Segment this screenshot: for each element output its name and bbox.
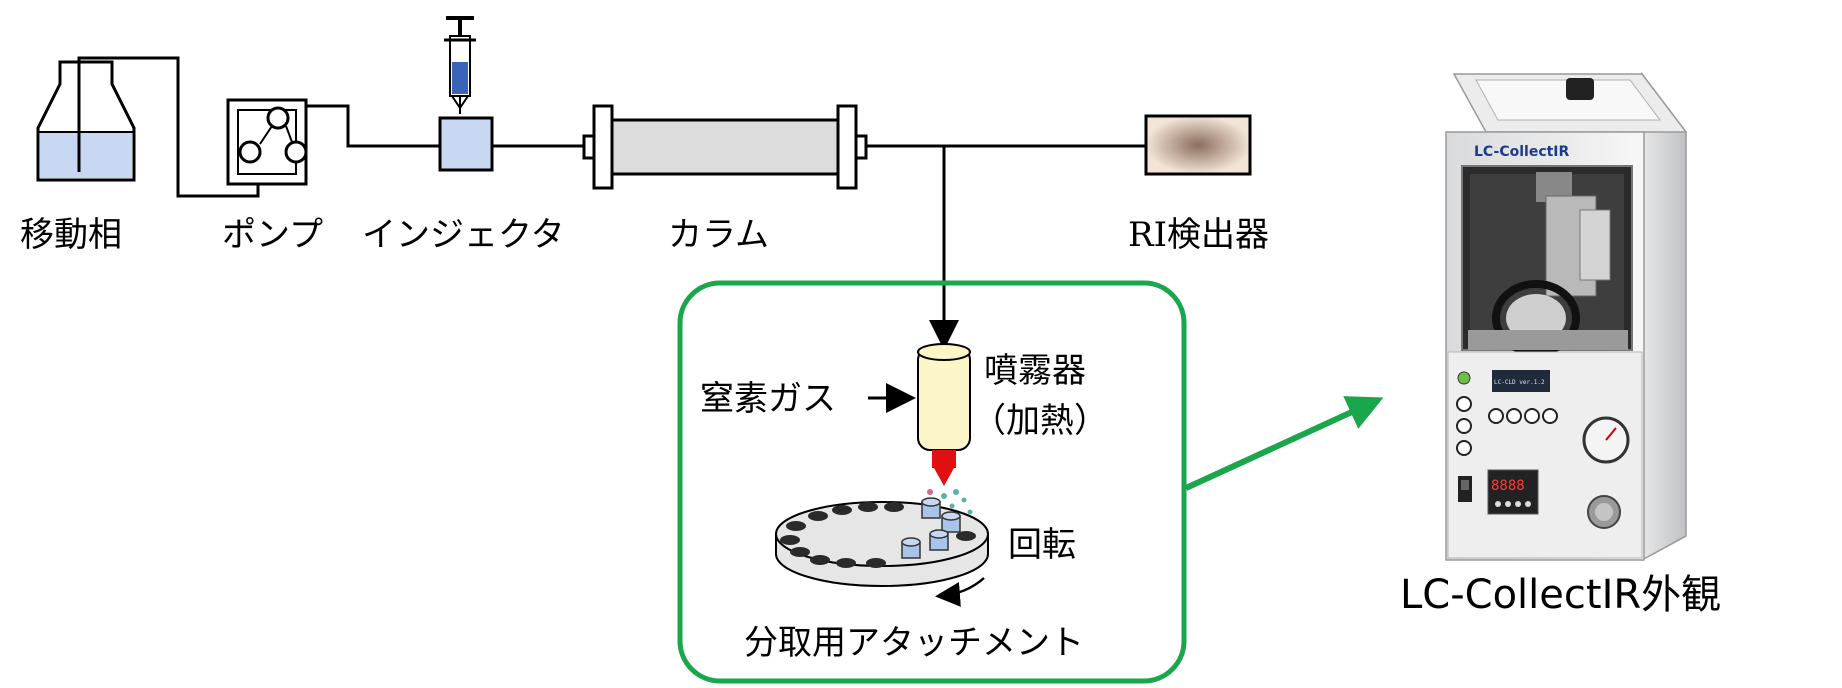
- device-caption: LC-CollectIR外観: [1400, 572, 1721, 618]
- mobile-phase-bottle: [36, 60, 136, 182]
- rotation-arrow-icon: [935, 577, 985, 607]
- device-display: LC-CLD ver.1.2: [1494, 379, 1545, 386]
- tube-pump-to-injector: [306, 104, 440, 148]
- tube-bottle-to-pump: [77, 56, 260, 198]
- heating-label: （加熱）: [972, 401, 1108, 441]
- mobile-phase-label: 移動相: [20, 215, 122, 255]
- green-arrow-to-device: [1184, 396, 1384, 491]
- rotation-label: 回転: [1008, 525, 1076, 565]
- pump-label: ポンプ: [222, 215, 323, 255]
- injector-label: インジェクタ: [362, 215, 565, 255]
- device-segment-display: 8888: [1491, 478, 1525, 494]
- attachment-label: 分取用アタッチメント: [744, 623, 1084, 663]
- nebulizer-icon: [915, 343, 973, 519]
- disc-wells: [780, 502, 976, 568]
- nitrogen-gas-label: 窒素ガス: [700, 379, 836, 419]
- pump-icon: [226, 98, 308, 186]
- injector-icon: [438, 16, 494, 172]
- nebulizer-label: 噴霧器: [984, 351, 1086, 391]
- collection-vials: [901, 497, 961, 559]
- column-label: カラム: [668, 215, 769, 255]
- device-photo: LC-CollectIR LC-CLD ver.1.2 8888: [1445, 71, 1688, 562]
- column-icon: [582, 104, 868, 190]
- attachment-frame: [677, 280, 1187, 684]
- ri-detector-icon: [1144, 114, 1252, 176]
- ri-detector-label: RI検出器: [1128, 215, 1269, 255]
- rotating-disc: [775, 497, 989, 607]
- device-logo: LC-CollectIR: [1474, 144, 1570, 160]
